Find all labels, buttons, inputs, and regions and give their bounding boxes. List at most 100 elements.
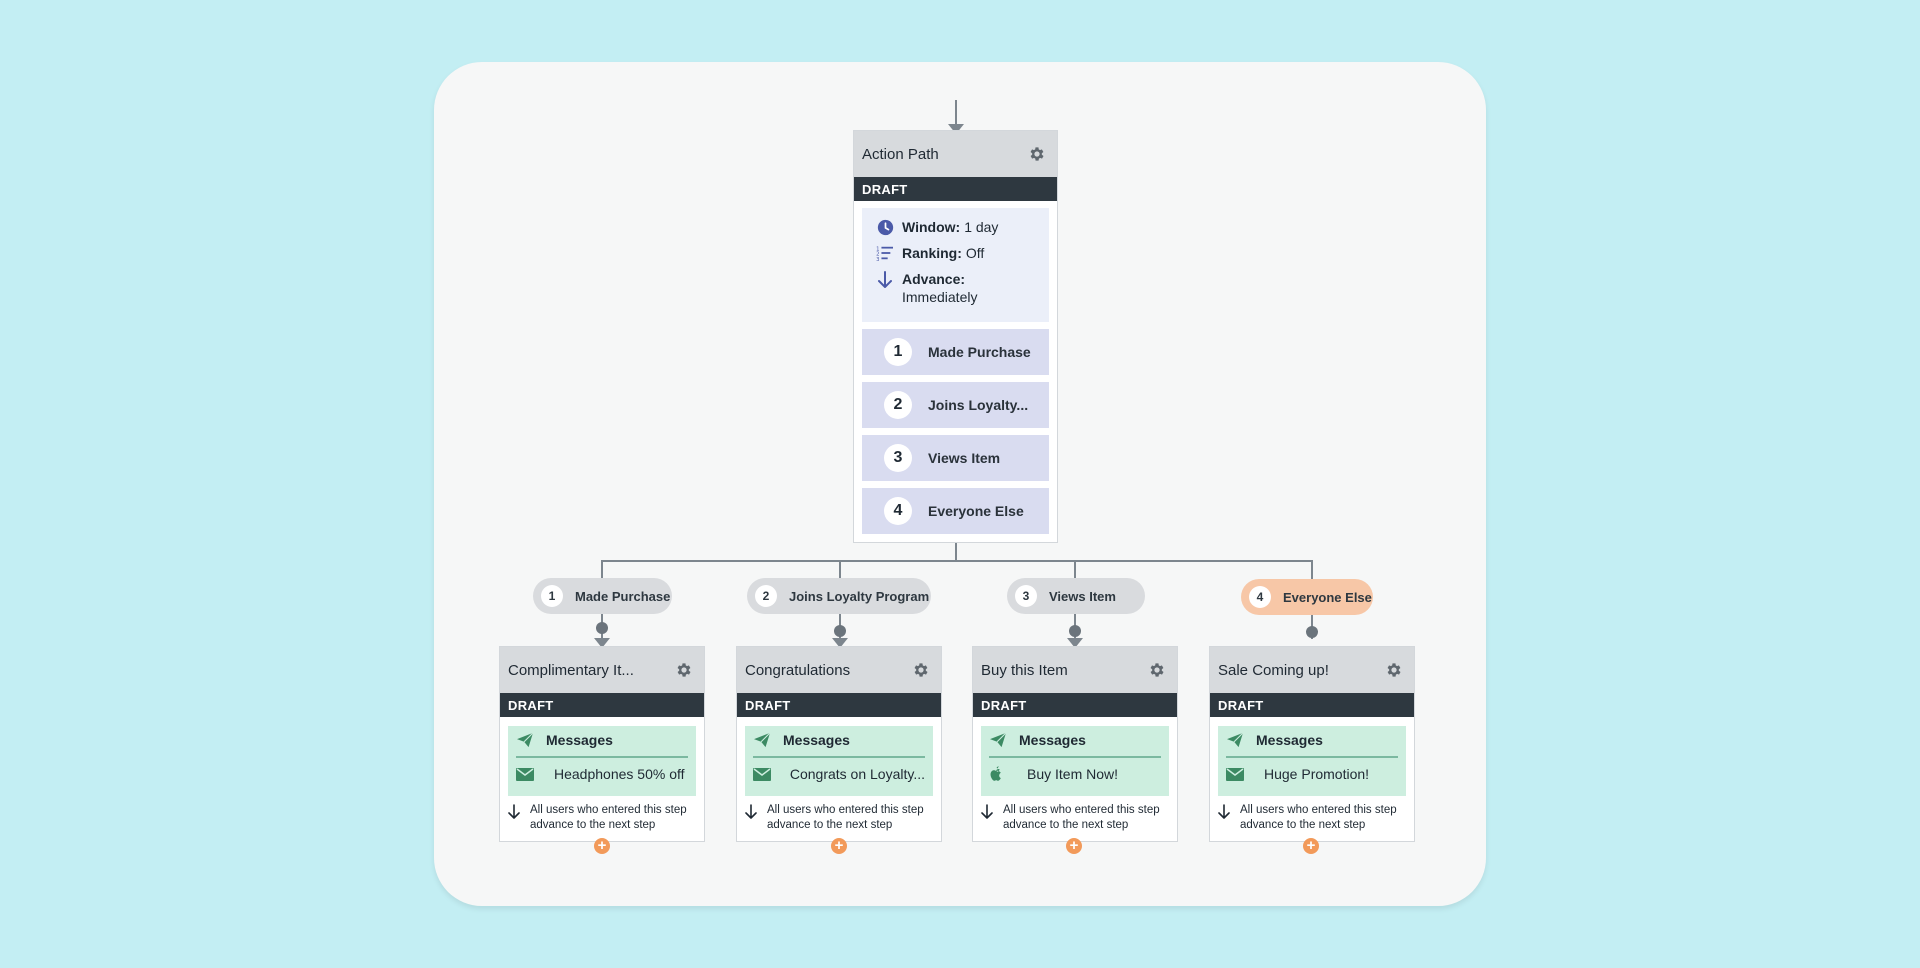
- messages-header: Messages: [989, 732, 1161, 758]
- advance-note: All users who entered this step advance …: [745, 803, 933, 833]
- pill-number: 1: [541, 585, 563, 607]
- window-value: 1 day: [964, 219, 999, 235]
- path-number: 4: [884, 497, 912, 525]
- entry-connector: [955, 100, 957, 124]
- add-step-button[interactable]: +: [594, 838, 610, 854]
- message-item[interactable]: Buy Item Now!: [989, 758, 1161, 782]
- ranking-value: Off: [965, 245, 985, 261]
- path-item-everyone-else[interactable]: 4 Everyone Else: [862, 488, 1049, 534]
- add-step-button[interactable]: +: [831, 838, 847, 854]
- connector-arrow: [1067, 638, 1083, 648]
- message-item[interactable]: Headphones 50% off: [516, 758, 688, 782]
- add-step-button[interactable]: +: [1066, 838, 1082, 854]
- gear-icon[interactable]: [911, 660, 931, 680]
- pill-number: 2: [755, 585, 777, 607]
- svg-text:3: 3: [876, 257, 879, 261]
- advance-text: All users who entered this step advance …: [1240, 804, 1397, 831]
- gear-icon[interactable]: [1147, 660, 1167, 680]
- arrow-down-icon: [745, 803, 757, 825]
- message-step-card-1[interactable]: Complimentary It... DRAFT Messages Headp…: [499, 646, 705, 842]
- pill-number: 3: [1015, 585, 1037, 607]
- step-header: Buy this Item: [973, 647, 1177, 693]
- paper-plane-icon: [516, 732, 536, 748]
- svg-text:1: 1: [876, 246, 879, 252]
- path-number: 2: [884, 391, 912, 419]
- gear-icon[interactable]: [1027, 144, 1047, 164]
- branch-drop-4: [1311, 560, 1313, 580]
- advance-text: All users who entered this step advance …: [1003, 804, 1160, 831]
- action-path-header: Action Path: [854, 131, 1057, 177]
- message-name: Huge Promotion!: [1264, 766, 1370, 782]
- path-label: Everyone Else: [928, 503, 1024, 519]
- path-label: Joins Loyalty...: [928, 397, 1029, 413]
- advance-setting: Advance: Immediately: [874, 270, 1037, 306]
- branch-drop-2: [839, 560, 841, 578]
- connector-dot: [834, 625, 846, 637]
- window-setting: Window:1 day: [874, 218, 1037, 236]
- path-label: Views Item: [928, 450, 1001, 466]
- advance-label: Advance:: [902, 271, 966, 287]
- action-path-title: Action Path: [862, 145, 939, 163]
- branch-pill-views-item[interactable]: 3 Views Item: [1007, 578, 1145, 614]
- connector-dot: [1069, 625, 1081, 637]
- message-name: Buy Item Now!: [1027, 766, 1119, 782]
- messages-box[interactable]: Messages Congrats on Loyalty...: [745, 726, 933, 796]
- advance-note: All users who entered this step advance …: [1218, 803, 1406, 833]
- envelope-icon: [516, 767, 536, 781]
- svg-text:2: 2: [876, 252, 879, 258]
- clock-icon: [874, 218, 896, 236]
- status-badge: DRAFT: [973, 693, 1177, 717]
- branch-connector-horizontal: [601, 560, 1313, 562]
- advance-value: Immediately: [902, 289, 978, 305]
- message-item[interactable]: Huge Promotion!: [1226, 758, 1398, 782]
- message-step-card-3[interactable]: Buy this Item DRAFT Messages Buy Item No…: [972, 646, 1178, 842]
- path-item-joins-loyalty[interactable]: 2 Joins Loyalty...: [862, 382, 1049, 428]
- messages-label: Messages: [1256, 732, 1323, 748]
- envelope-icon: [1226, 767, 1246, 781]
- arrow-down-icon: [981, 803, 993, 825]
- gear-icon[interactable]: [674, 660, 694, 680]
- status-badge: DRAFT: [854, 177, 1057, 201]
- pill-label: Views Item: [1049, 588, 1116, 604]
- branch-drop-3: [1074, 560, 1076, 578]
- step-title: Complimentary It...: [508, 661, 634, 679]
- messages-label: Messages: [783, 732, 850, 748]
- status-badge: DRAFT: [1210, 693, 1414, 717]
- messages-header: Messages: [516, 732, 688, 758]
- add-step-button[interactable]: +: [1303, 838, 1319, 854]
- connector-dot: [596, 622, 608, 634]
- message-item[interactable]: Congrats on Loyalty...: [753, 758, 925, 782]
- apple-icon: [989, 766, 1009, 782]
- paper-plane-icon: [753, 732, 773, 748]
- connector-arrow: [594, 638, 610, 648]
- message-step-card-4[interactable]: Sale Coming up! DRAFT Messages Huge Prom…: [1209, 646, 1415, 842]
- messages-header: Messages: [753, 732, 925, 758]
- messages-box[interactable]: Messages Buy Item Now!: [981, 726, 1169, 796]
- step-header: Sale Coming up!: [1210, 647, 1414, 693]
- path-item-views-item[interactable]: 3 Views Item: [862, 435, 1049, 481]
- step-title: Buy this Item: [981, 661, 1068, 679]
- step-header: Congratulations: [737, 647, 941, 693]
- gear-icon[interactable]: [1384, 660, 1404, 680]
- pill-number: 4: [1249, 586, 1271, 608]
- advance-text: All users who entered this step advance …: [530, 804, 687, 831]
- branch-pill-everyone-else[interactable]: 4 Everyone Else: [1241, 579, 1373, 615]
- branch-drop-1: [601, 560, 603, 578]
- arrow-down-icon: [508, 803, 520, 825]
- path-item-made-purchase[interactable]: 1 Made Purchase: [862, 329, 1049, 375]
- message-step-card-2[interactable]: Congratulations DRAFT Messages Congrats …: [736, 646, 942, 842]
- branch-pill-made-purchase[interactable]: 1 Made Purchase: [533, 578, 672, 614]
- status-badge: DRAFT: [500, 693, 704, 717]
- connector-arrow: [832, 638, 848, 648]
- messages-box[interactable]: Messages Huge Promotion!: [1218, 726, 1406, 796]
- window-label: Window:: [902, 219, 961, 235]
- messages-box[interactable]: Messages Headphones 50% off: [508, 726, 696, 796]
- branch-pill-joins-loyalty[interactable]: 2 Joins Loyalty Program: [747, 578, 931, 614]
- messages-label: Messages: [546, 732, 613, 748]
- ranking-label: Ranking:: [902, 245, 962, 261]
- pill-label: Everyone Else: [1283, 589, 1372, 605]
- status-badge: DRAFT: [737, 693, 941, 717]
